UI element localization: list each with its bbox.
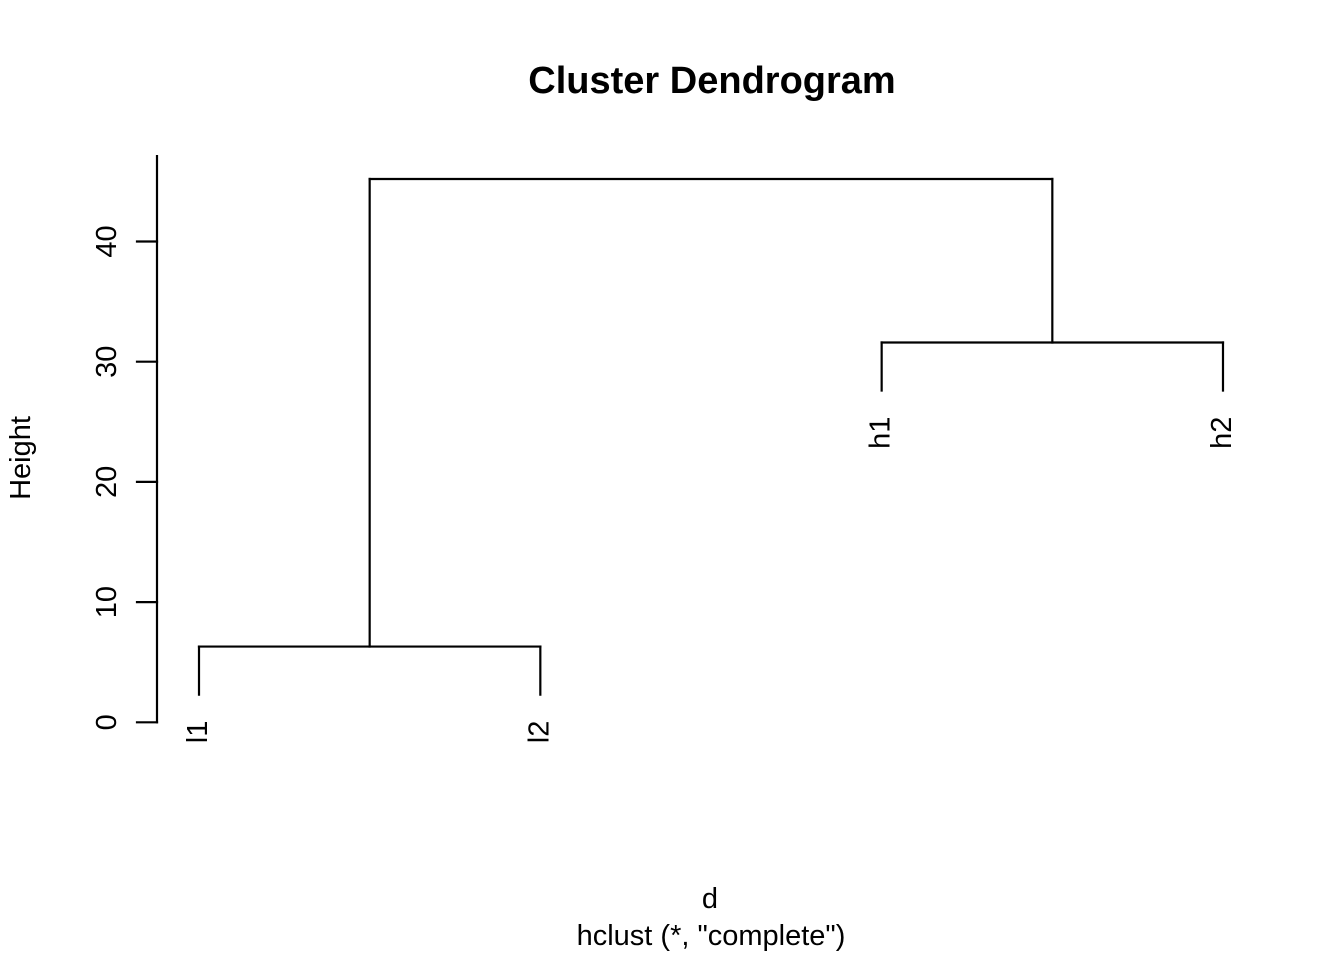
y-tick-label: 20 [91,466,123,498]
leaf-label-l1: l1 [182,721,214,744]
x-axis-label: d [702,883,718,915]
y-tick-label: 0 [91,714,123,730]
subtitle-caption: hclust (*, "complete") [577,920,846,952]
y-tick-label: 10 [91,586,123,618]
y-tick-label: 40 [91,225,123,257]
dendrogram-tree: l1 l2 h1 h2 [182,177,1238,744]
y-axis: 0 10 20 30 40 [91,155,159,730]
leaf-label-h1: h1 [865,417,897,449]
chart-title: Cluster Dendrogram [528,60,895,102]
leaf-label-l2: l2 [523,721,555,744]
leaf-label-h2: h2 [1206,417,1238,449]
y-tick-label: 30 [91,346,123,378]
y-axis-label: Height [5,416,37,500]
